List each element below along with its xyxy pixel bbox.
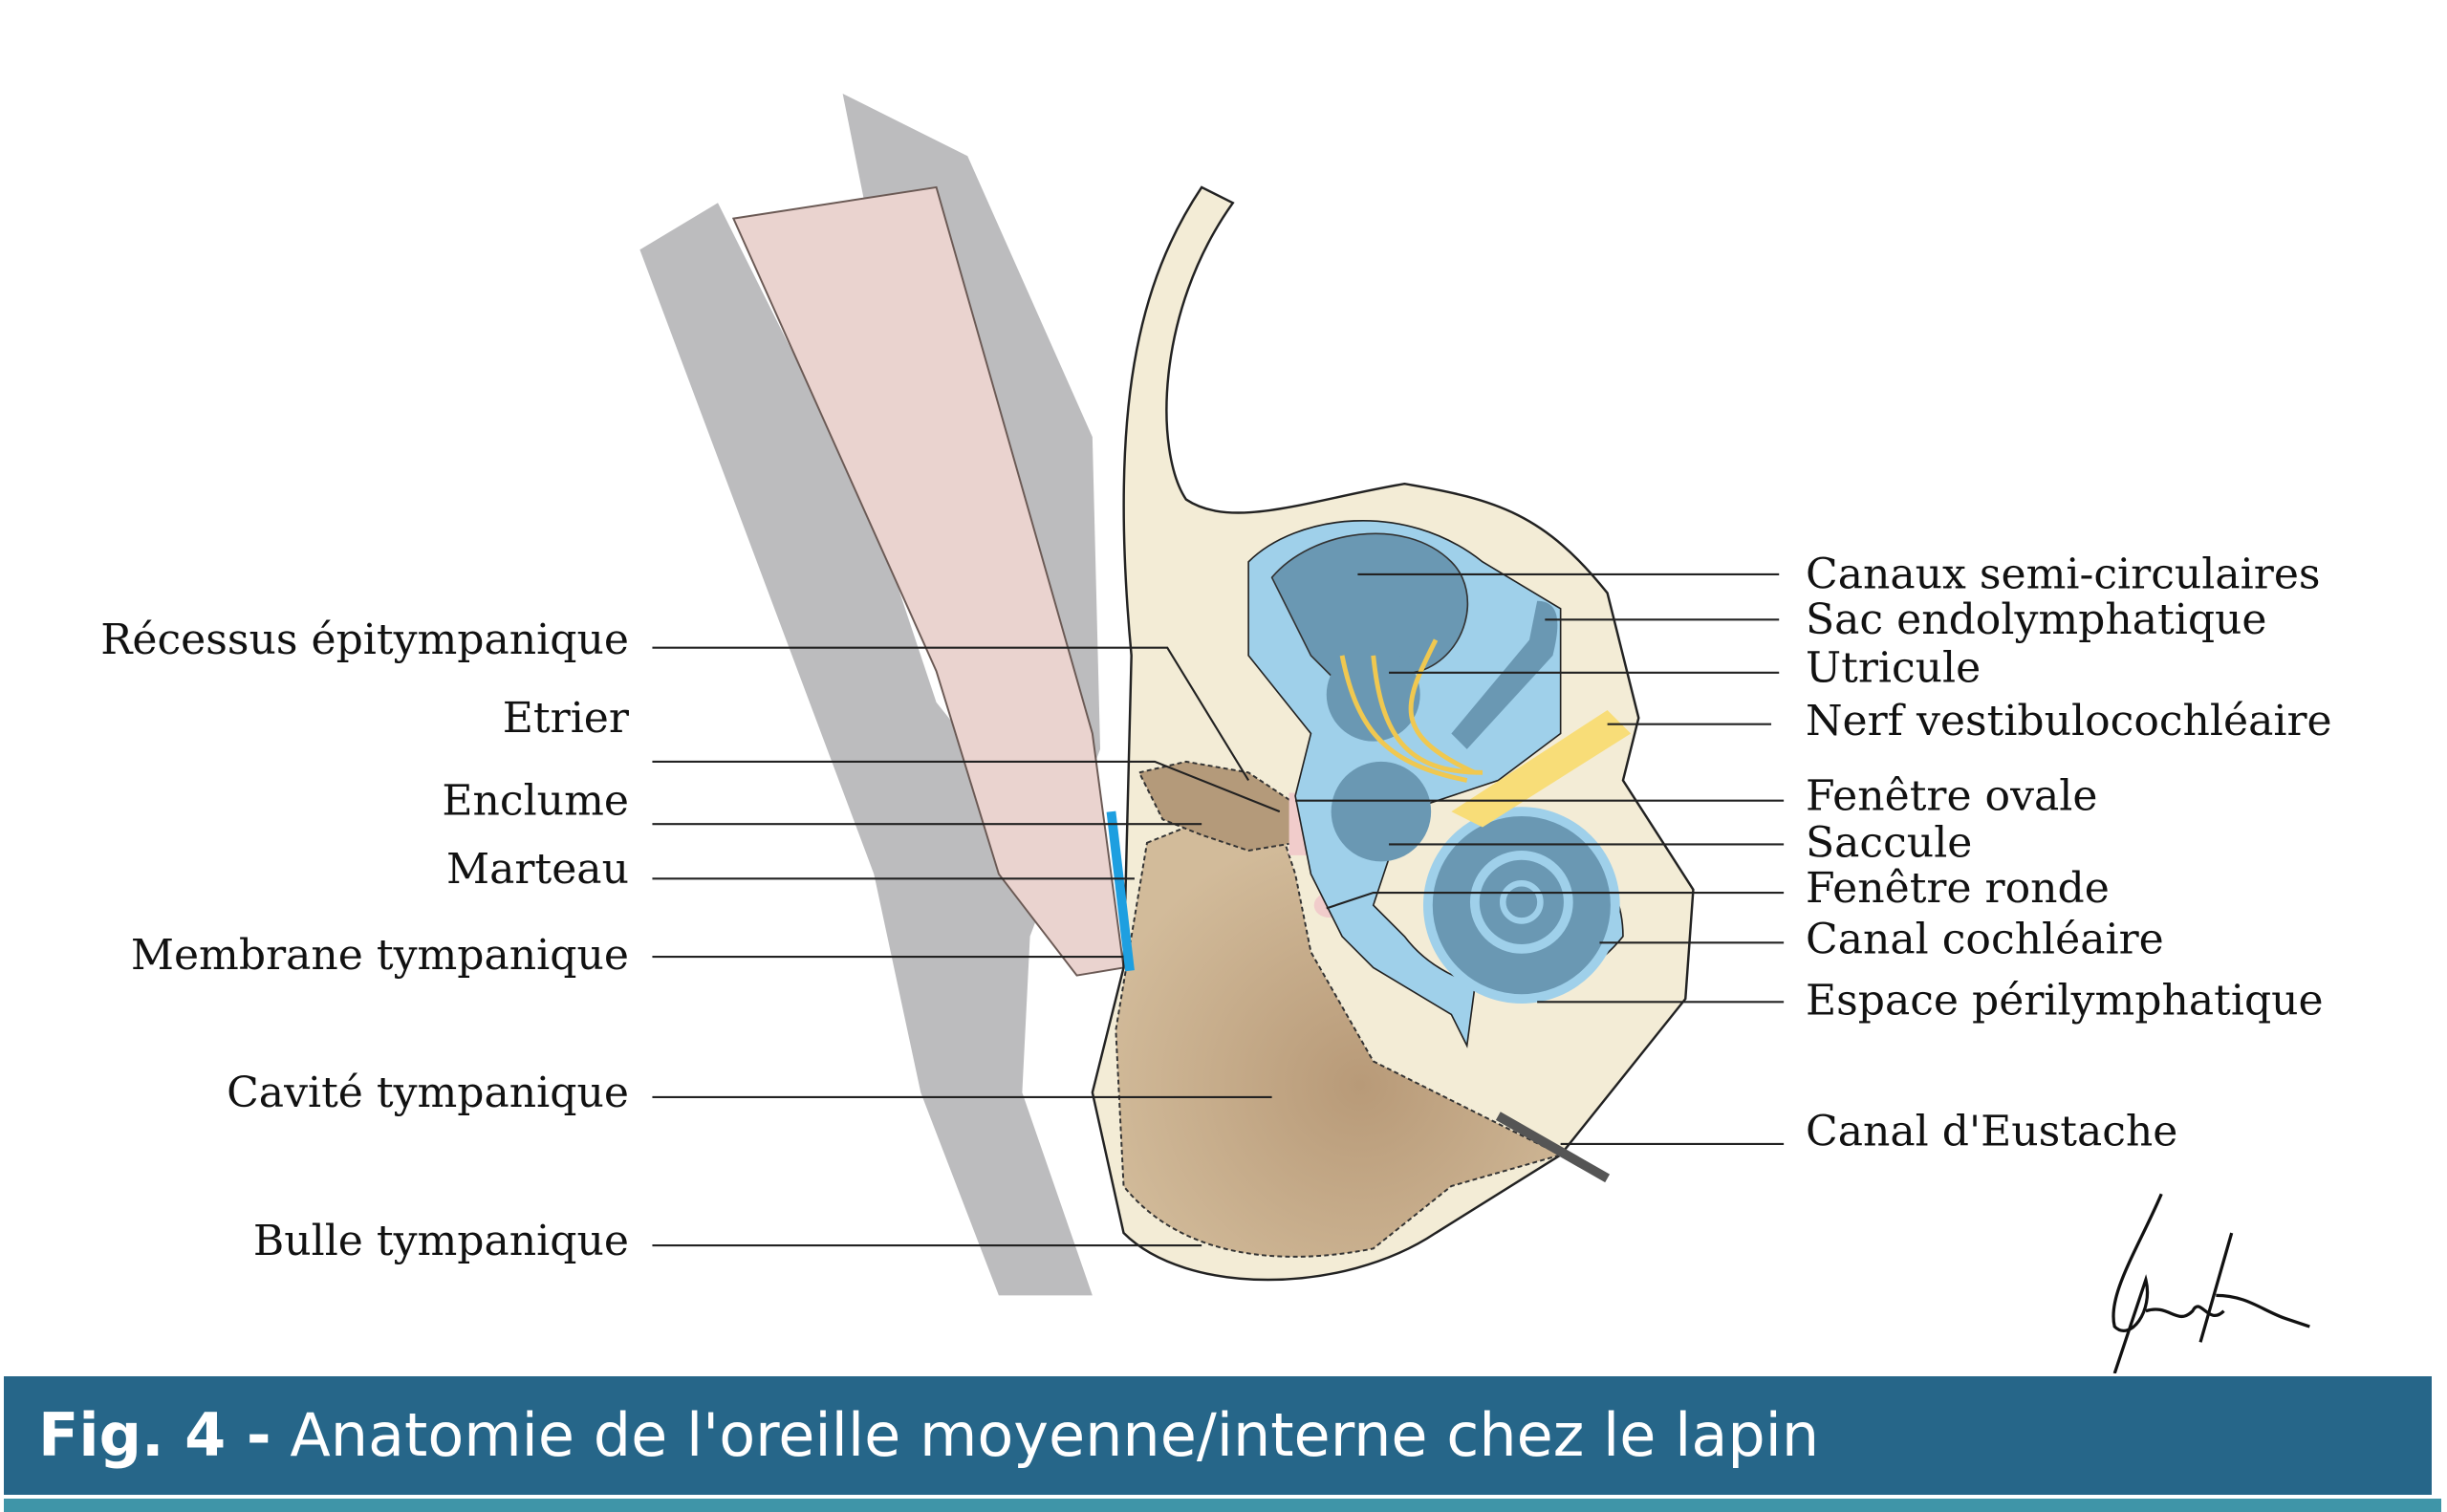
- cochlea: [1422, 807, 1620, 1004]
- utricle: [1326, 647, 1420, 742]
- label-marteau: Marteau: [446, 845, 629, 894]
- ear-anatomy-diagram: Récessus épitympanique Etrier Enclume Ma…: [100, 93, 2332, 1373]
- label-fenetre-ovale: Fenêtre ovale: [1806, 771, 2097, 820]
- label-recessus-epitympanique: Récessus épitympanique: [100, 616, 629, 664]
- label-espace-perilymphatique: Espace périlymphatique: [1806, 976, 2324, 1025]
- cochlea-spiral: [1469, 850, 1573, 954]
- label-utricule: Utricule: [1806, 644, 1981, 693]
- label-canaux-semi-circulaires: Canaux semi-circulaires: [1806, 551, 2321, 599]
- label-sac-endolymphatique: Sac endolymphatique: [1806, 595, 2267, 644]
- label-saccule: Saccule: [1806, 818, 1972, 867]
- label-fenetre-ronde: Fenêtre ronde: [1806, 864, 2110, 913]
- semicircular-canals: [1270, 532, 1469, 688]
- label-nerf-vestibulocochleaire: Nerf vestibulocochléaire: [1806, 697, 2332, 745]
- leader-lines: [652, 572, 1785, 1247]
- vestibulocochlear-nerve: [1451, 709, 1632, 828]
- label-membrane-tympanique: Membrane tympanique: [131, 931, 629, 980]
- figure-caption: Fig. 4 - Anatomie de l'oreille moyenne/i…: [4, 1376, 2432, 1495]
- nerve-fibers: [1339, 638, 1483, 783]
- caption-prefix: Fig. 4 -: [38, 1400, 271, 1470]
- label-bulle-tympanique: Bulle tympanique: [253, 1217, 629, 1265]
- tympanic-membrane: [1106, 810, 1135, 972]
- eustachian-tube: [1495, 1112, 1611, 1183]
- tympanic-cavity: [1115, 826, 1564, 1258]
- cochlea-spiral-inner: [1499, 879, 1544, 924]
- label-canal-eustache: Canal d'Eustache: [1806, 1108, 2177, 1156]
- label-canal-cochleaire: Canal cochléaire: [1806, 916, 2164, 964]
- saccule: [1331, 761, 1432, 862]
- label-cavite-tympanique: Cavité tympanique: [227, 1069, 629, 1117]
- label-etrier: Etrier: [503, 694, 630, 743]
- caption-bottom-strip: [4, 1499, 2441, 1512]
- artist-signature: [2111, 1193, 2310, 1373]
- label-enclume: Enclume: [442, 776, 629, 825]
- endolymphatic-sac: [1451, 600, 1558, 749]
- caption-title: Anatomie de l'oreille moyenne/interne ch…: [290, 1400, 1820, 1470]
- ear-canal-skin: [731, 185, 1125, 977]
